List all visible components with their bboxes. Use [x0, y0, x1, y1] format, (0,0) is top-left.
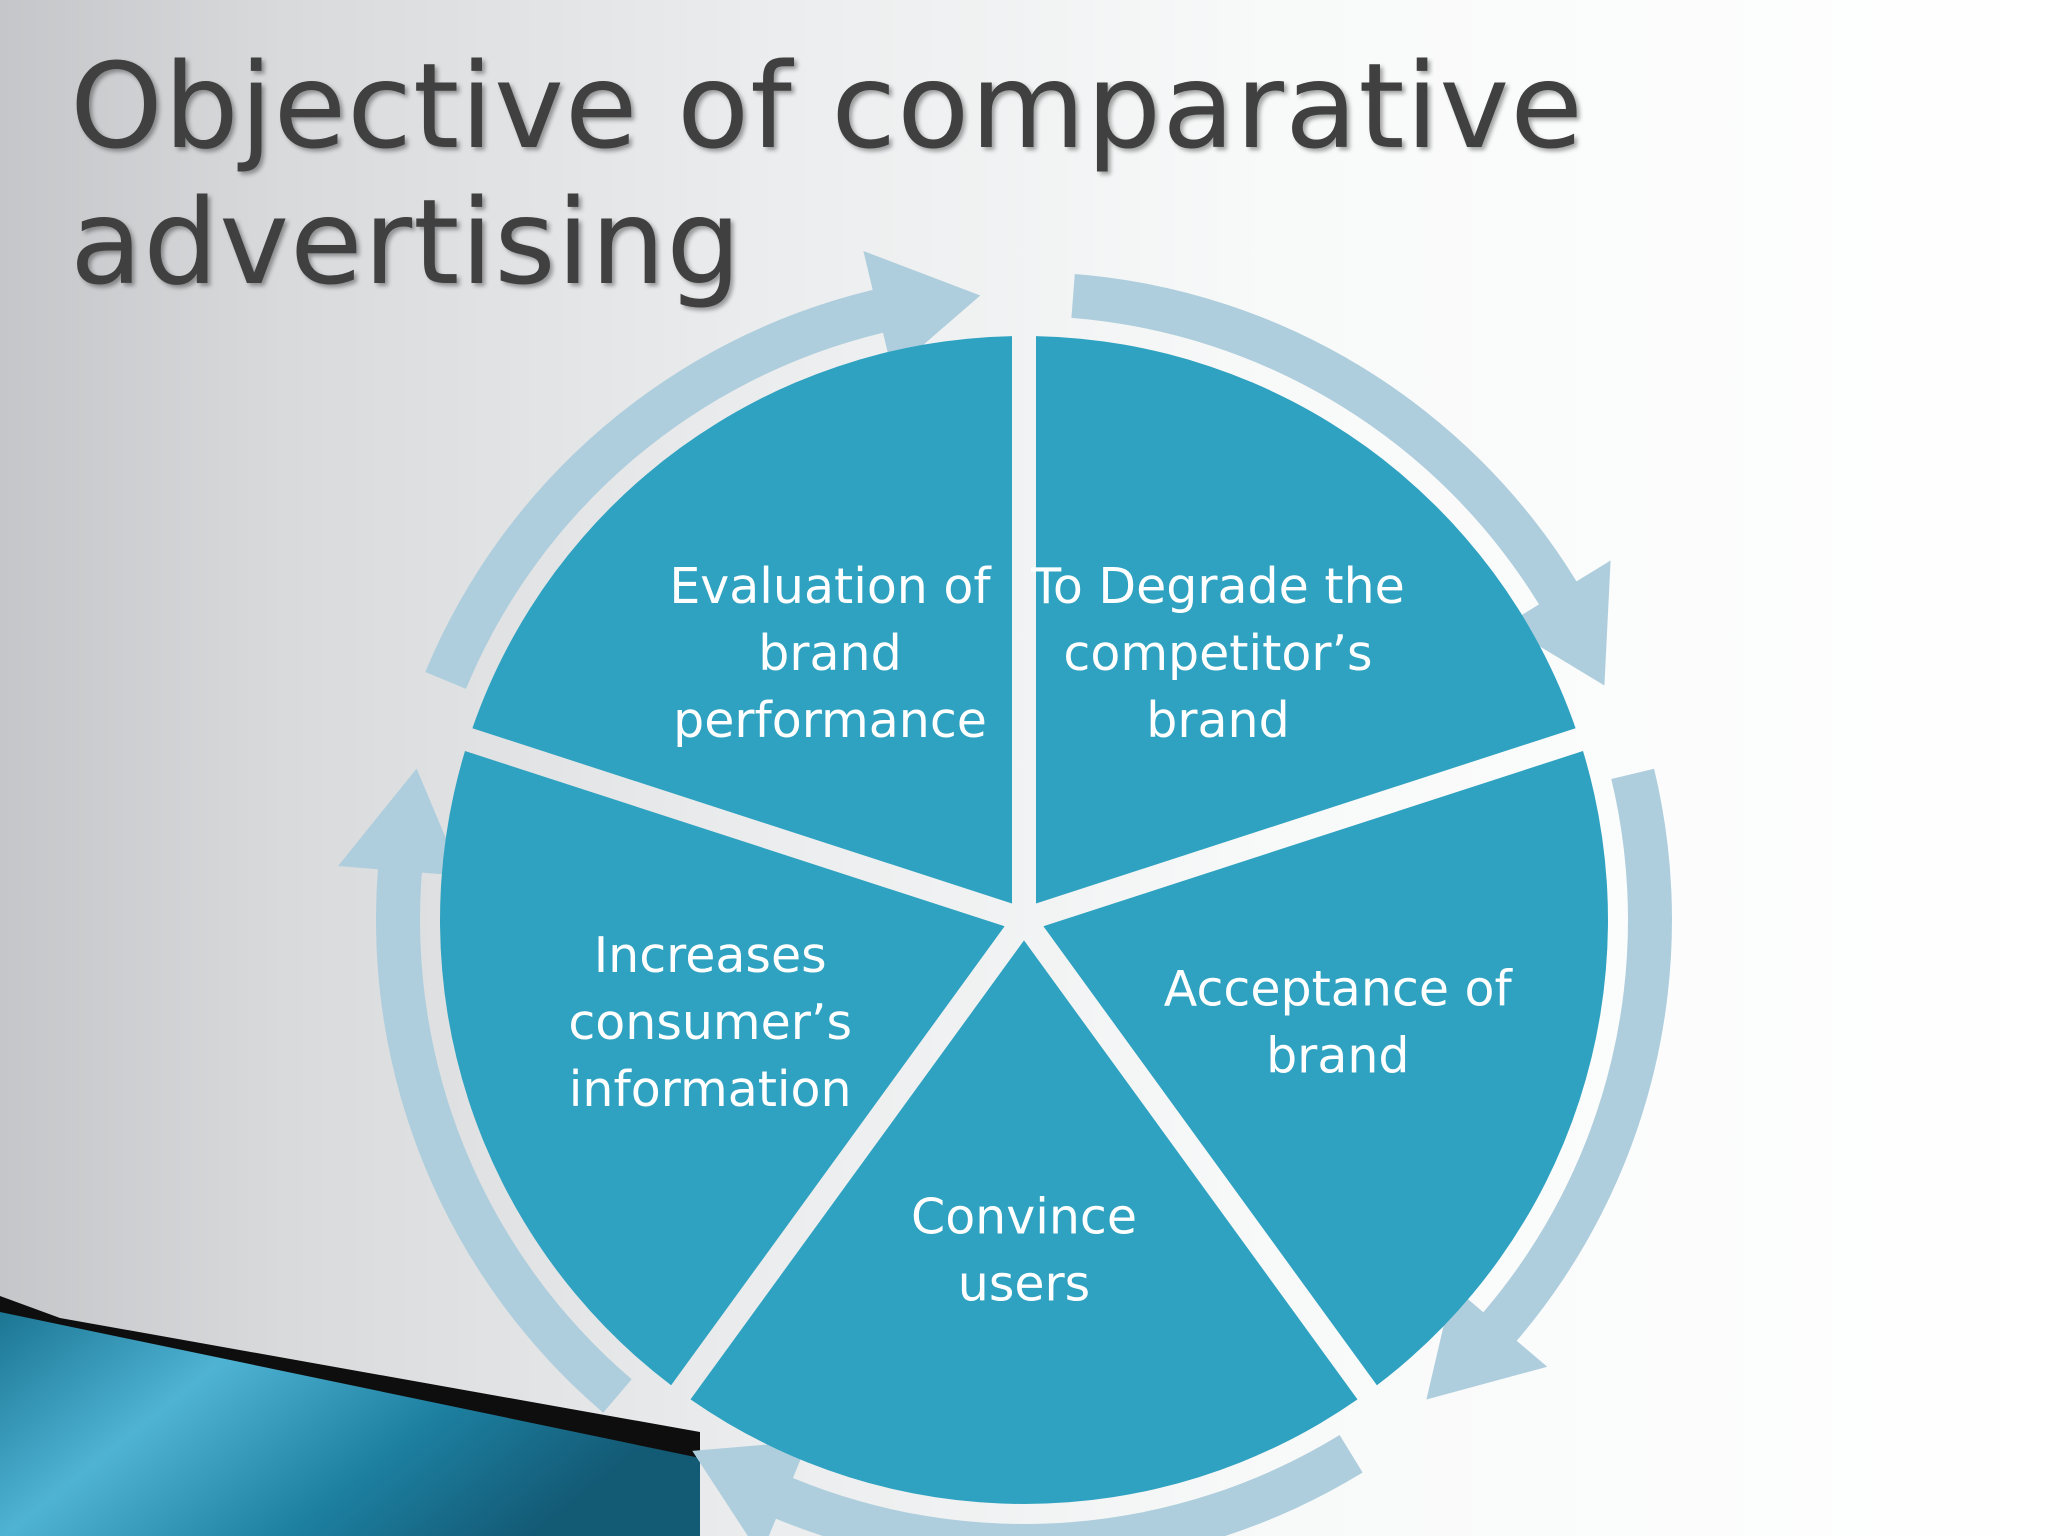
cycle-segment-2 [1043, 751, 1608, 1386]
segment-label-1-line-2: competitor’s [1063, 625, 1372, 682]
segment-label-4-line-2: consumer’s [568, 994, 852, 1051]
segment-label-3: Convince users [911, 1189, 1137, 1313]
segment-layer [440, 336, 1608, 1504]
segment-label-1-line-1: To Degrade the [1030, 558, 1405, 615]
cycle-arrow-1 [1071, 274, 1611, 686]
segment-label-4-line-1: Increases [594, 927, 827, 984]
cycle-segment-4 [440, 751, 1005, 1386]
cycle-arrow-4 [338, 768, 632, 1413]
segment-label-2-line-1: Acceptance of [1164, 961, 1514, 1018]
segment-label-2: Acceptance of brand [1164, 961, 1514, 1085]
cycle-arrow-3 [692, 1435, 1363, 1536]
cycle-arrow-5 [425, 251, 981, 689]
segment-label-3-line-2: users [958, 1256, 1090, 1313]
segment-label-2-line-2: brand [1266, 1028, 1409, 1085]
segment-label-5-line-1: Evaluation of [669, 558, 992, 615]
segment-label-5: Evaluation of brand performance [669, 558, 992, 749]
segment-label-4: Increases consumer’s information [568, 927, 852, 1118]
segment-label-1-line-3: brand [1146, 692, 1289, 749]
slide-title-line-1: Objective of comparative [70, 37, 1584, 175]
cycle-segment-3 [690, 940, 1358, 1504]
segment-label-5-line-2: brand [758, 625, 901, 682]
segment-label-3-line-1: Convince [911, 1189, 1137, 1246]
segment-label-1: To Degrade the competitor’s brand [1030, 558, 1405, 749]
ring-layer [338, 251, 1672, 1536]
cycle-segment-1 [1036, 336, 1576, 904]
slide-title-line-2: advertising [70, 173, 743, 311]
segment-label-5-line-3: performance [673, 692, 987, 749]
cycle-arrow-2 [1426, 768, 1672, 1400]
slide-title: Objective of comparative advertising [70, 38, 1770, 310]
segment-label-4-line-3: information [569, 1061, 852, 1118]
cycle-segment-5 [472, 336, 1012, 904]
